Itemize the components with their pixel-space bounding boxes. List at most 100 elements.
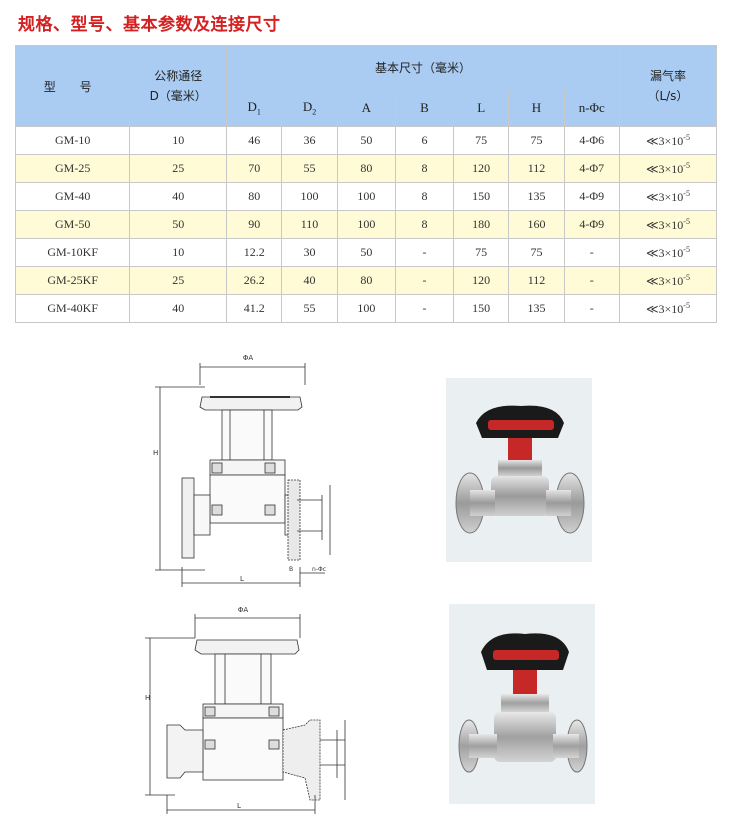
subheader-5: H <box>508 88 565 128</box>
cell-n: - <box>563 294 620 323</box>
cell-A: 80 <box>336 266 396 295</box>
cell-D2: 100 <box>281 182 338 211</box>
cell-D2: 30 <box>281 238 338 267</box>
cell-model: GM-40KF <box>14 294 131 323</box>
cell-H: 112 <box>508 266 565 295</box>
cell-n: 4-Φ7 <box>563 154 620 183</box>
cell-model: GM-40 <box>14 182 131 211</box>
cell-H: 112 <box>508 154 565 183</box>
cell-B: - <box>394 294 455 323</box>
cell-L: 75 <box>453 126 510 155</box>
cell-D: 25 <box>129 266 228 295</box>
cell-L: 150 <box>453 182 510 211</box>
stem-icon <box>508 438 532 460</box>
cell-B: - <box>394 266 455 295</box>
cell-A: 100 <box>336 182 396 211</box>
dim-H: H <box>153 449 158 457</box>
subheader-0: D1 <box>226 88 283 128</box>
kf-valve-photo <box>449 604 595 804</box>
cell-D1: 41.2 <box>226 294 283 323</box>
page-title: 规格、型号、基本参数及连接尺寸 <box>18 15 281 35</box>
cell-model: GM-10 <box>14 126 131 155</box>
subheader-3: B <box>394 88 455 128</box>
dim-phiA: ΦA <box>243 354 254 362</box>
cell-B: 8 <box>394 182 455 211</box>
flange-valve-photo <box>446 378 592 562</box>
kf-valve-drawing: ΦA H L <box>145 606 346 814</box>
cell-D1: 90 <box>226 210 283 239</box>
cell-H: 160 <box>508 210 565 239</box>
subheader-4: L <box>453 88 510 128</box>
cell-A: 80 <box>336 154 396 183</box>
cell-D2: 55 <box>281 154 338 183</box>
cell-D2: 55 <box>281 294 338 323</box>
header-leak: 漏气率 （L/s） <box>618 45 718 127</box>
cell-L: 120 <box>453 154 510 183</box>
cell-B: 8 <box>394 210 455 239</box>
cell-n: - <box>563 238 620 267</box>
kf-stem-icon <box>513 670 537 694</box>
cell-L: 180 <box>453 210 510 239</box>
cell-A: 100 <box>336 294 396 323</box>
cell-D: 10 <box>129 238 228 267</box>
cell-H: 135 <box>508 294 565 323</box>
cell-B: 6 <box>394 126 455 155</box>
cell-D: 40 <box>129 294 228 323</box>
cell-B: - <box>394 238 455 267</box>
header-dims: 基本尺寸（毫米） <box>226 45 620 90</box>
cell-L: 150 <box>453 294 510 323</box>
cell-D1: 46 <box>226 126 283 155</box>
cell-n: 4-Φ6 <box>563 126 620 155</box>
subheader-1: D2 <box>281 88 338 128</box>
cell-leak: ≪3×10-5 <box>618 182 718 211</box>
cell-D1: 80 <box>226 182 283 211</box>
cell-leak: ≪3×10-5 <box>618 154 718 183</box>
header-nominal: 公称通径 D（毫米） <box>129 45 228 127</box>
cell-H: 75 <box>508 238 565 267</box>
cell-n: - <box>563 266 620 295</box>
cell-D1: 12.2 <box>226 238 283 267</box>
cell-A: 50 <box>336 238 396 267</box>
subheader-6: n-Φc <box>563 88 620 128</box>
cell-H: 135 <box>508 182 565 211</box>
header-model: 型 号 <box>14 45 131 127</box>
cell-D2: 36 <box>281 126 338 155</box>
cell-D1: 70 <box>226 154 283 183</box>
kf-dim-H: H <box>145 694 150 702</box>
cell-D: 40 <box>129 182 228 211</box>
cell-n: 4-Φ9 <box>563 182 620 211</box>
cell-A: 100 <box>336 210 396 239</box>
cell-model: GM-10KF <box>14 238 131 267</box>
kf-dim-phiA: ΦA <box>238 606 249 614</box>
cell-model: GM-25KF <box>14 266 131 295</box>
cell-leak: ≪3×10-5 <box>618 210 718 239</box>
cell-B: 8 <box>394 154 455 183</box>
cell-n: 4-Φ9 <box>563 210 620 239</box>
cell-D: 50 <box>129 210 228 239</box>
cell-leak: ≪3×10-5 <box>618 126 718 155</box>
cell-model: GM-25 <box>14 154 131 183</box>
cell-model: GM-50 <box>14 210 131 239</box>
cell-L: 120 <box>453 266 510 295</box>
cell-D1: 26.2 <box>226 266 283 295</box>
cell-leak: ≪3×10-5 <box>618 266 718 295</box>
cell-H: 75 <box>508 126 565 155</box>
kf-dim-L: L <box>237 802 241 810</box>
flange-valve-drawing: ΦA H L B n-Φc <box>153 354 331 587</box>
cell-leak: ≪3×10-5 <box>618 294 718 323</box>
cell-D2: 110 <box>281 210 338 239</box>
cell-A: 50 <box>336 126 396 155</box>
cell-L: 75 <box>453 238 510 267</box>
subheader-2: A <box>336 88 396 128</box>
cell-D: 10 <box>129 126 228 155</box>
dim-nphic: n-Φc <box>312 566 326 573</box>
cell-D2: 40 <box>281 266 338 295</box>
